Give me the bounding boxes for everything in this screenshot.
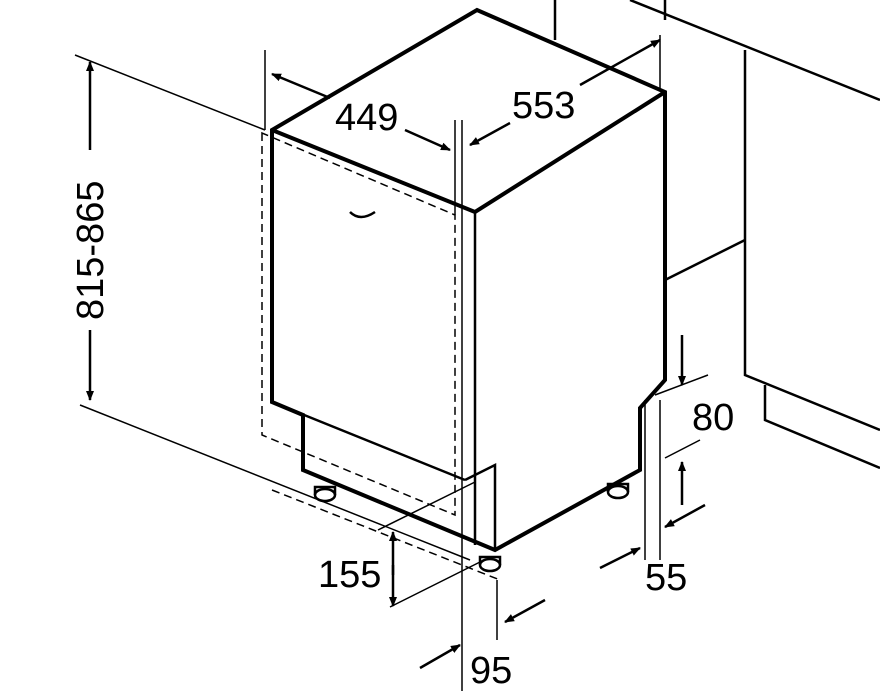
door-outline-dashed [261,131,501,581]
kitchen-cabinet-outline [553,0,880,470]
door-gap-label: 95 [470,650,512,691]
door-offset-label: 155 [318,554,381,596]
plinth-height-dimension: 80 [654,335,734,505]
width-label: 449 [335,97,398,139]
height-dimension: 815-865 [70,54,471,561]
plinth-depth-label: 55 [645,557,687,599]
plinth-depth-dimension: 55 [599,400,706,599]
dishwasher-body [270,7,667,553]
depth-dimension: 553 [461,35,661,691]
width-dimension: 449 [264,50,456,215]
feet [313,482,630,573]
door-handle-icon [349,210,376,219]
plinth-height-label: 80 [692,397,734,439]
door-gap-dimension: 95 [419,580,546,691]
depth-label: 553 [512,85,575,127]
height-label: 815-865 [70,181,112,320]
door-offset-dimension: 155 [318,481,481,608]
